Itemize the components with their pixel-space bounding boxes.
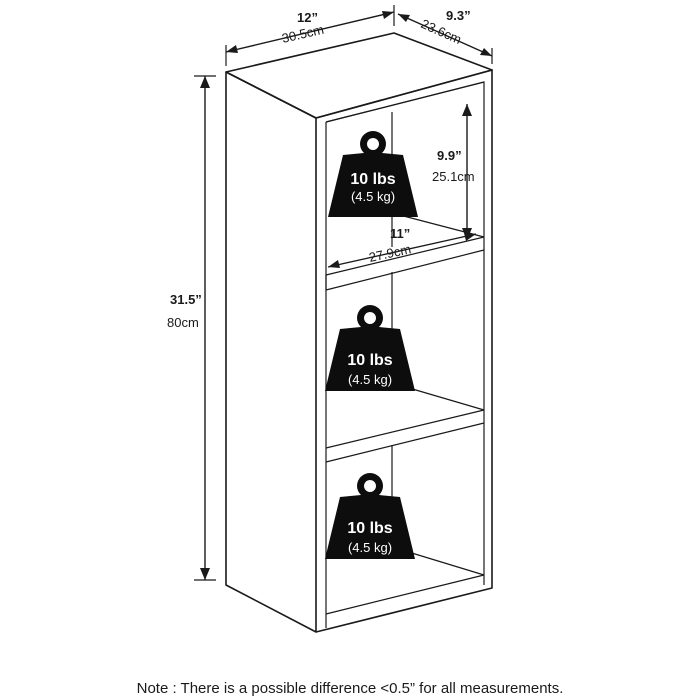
cabinet-left-side [225, 71, 317, 633]
measurement-note: Note : There is a possible difference <0… [136, 680, 564, 697]
height-in-label: 31.5” [170, 292, 202, 307]
cabinet-front-outer [315, 69, 493, 633]
height-cm-label: 80cm [167, 315, 199, 330]
weight-icon-2: 10 lbs (4.5 kg) [325, 305, 415, 391]
shelf-2 [325, 382, 485, 463]
inner-width-cm-label: 27.9cm [368, 241, 413, 265]
depth-in-label: 9.3” [446, 8, 471, 23]
weight-icon-3: 10 lbs (4.5 kg) [325, 473, 415, 559]
cabinet-top [225, 32, 493, 119]
inner-height-dimension: 9.9” 25.1cm [432, 104, 475, 240]
inner-width-in-label: 11” [390, 226, 410, 241]
weight-kg-label: (4.5 kg) [348, 372, 392, 387]
weight-lbs-label: 10 lbs [350, 171, 395, 188]
weight-lbs-label: 10 lbs [347, 520, 392, 537]
weight-kg-label: (4.5 kg) [351, 189, 395, 204]
cabinet [225, 32, 493, 633]
inner-width-dimension: 11” 27.9cm [327, 226, 477, 268]
weight-icon-1: 10 lbs (4.5 kg) [328, 131, 418, 217]
height-dimension: 31.5” 80cm [167, 75, 216, 581]
inner-height-in-label: 9.9” [437, 148, 462, 163]
width-in-label: 12” [297, 10, 318, 25]
width-cm-label: 30.5cm [280, 22, 325, 46]
width-dimension: 12” 30.5cm [225, 5, 395, 66]
weight-kg-label: (4.5 kg) [348, 540, 392, 555]
weight-lbs-label: 10 lbs [347, 352, 392, 369]
inner-height-cm-label: 25.1cm [432, 169, 475, 184]
depth-dimension: 9.3” 23.6cm [397, 8, 493, 64]
